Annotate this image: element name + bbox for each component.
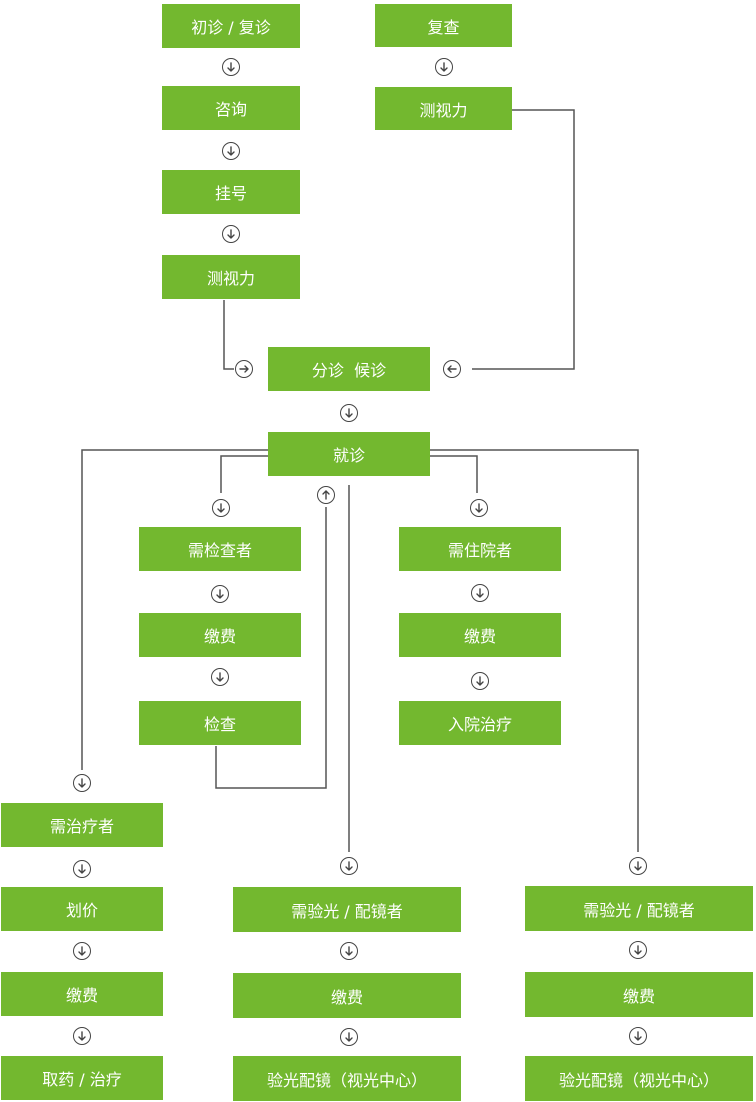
- node-label: 缴费: [622, 986, 655, 1006]
- arrow-down-icon: [73, 860, 91, 878]
- arrow-down-icon: [471, 584, 489, 602]
- node-label: 需住院者: [447, 541, 512, 560]
- node-label: 测视力: [206, 269, 255, 288]
- node-label: 需检查者: [187, 541, 252, 560]
- arrow-down-icon: [340, 857, 358, 875]
- node-label: 初诊 / 复诊: [191, 18, 271, 37]
- node-consult: 咨询: [162, 86, 300, 130]
- node-label: 测视力: [419, 100, 468, 120]
- arrow-down-icon: [222, 58, 240, 76]
- node-label: 验光配镜（视光中心）: [266, 1070, 427, 1090]
- node-register: 挂号: [162, 170, 300, 214]
- arrow-left-icon: [443, 360, 461, 378]
- arrow-down-icon: [73, 1027, 91, 1045]
- node-label: 复查: [427, 17, 460, 37]
- node-optom-right-pay: 缴费: [525, 972, 753, 1017]
- arrow-down-icon: [212, 499, 230, 517]
- node-label: 需治疗者: [49, 817, 114, 836]
- node-optom-mid-pay: 缴费: [233, 973, 461, 1018]
- node-initial-visit: 初诊 / 复诊: [162, 4, 300, 48]
- arrow-down-icon: [340, 404, 358, 422]
- arrow-up-icon: [317, 486, 335, 504]
- node-label: 缴费: [203, 627, 236, 646]
- arrow-right-icon: [235, 360, 253, 378]
- node-label: 挂号: [214, 184, 247, 203]
- node-need-admit: 需住院者: [399, 527, 561, 571]
- node-recheck: 复查: [375, 4, 512, 47]
- node-label: 取药 / 治疗: [42, 1070, 122, 1089]
- node-label: 需验光 / 配镜者: [291, 901, 403, 921]
- node-optom-mid-need: 需验光 / 配镜者: [233, 887, 461, 932]
- node-need-exam: 需检查者: [139, 527, 301, 571]
- node-label: 入院治疗: [447, 715, 512, 734]
- node-treat-get: 取药 / 治疗: [1, 1056, 163, 1100]
- node-label: 缴费: [463, 627, 496, 646]
- node-label: 就诊: [332, 446, 365, 465]
- node-label: 咨询: [214, 100, 247, 119]
- arrow-down-icon: [211, 668, 229, 686]
- node-optom-mid-do: 验光配镜（视光中心）: [233, 1056, 461, 1101]
- arrow-down-icon: [222, 142, 240, 160]
- arrow-down-icon: [340, 942, 358, 960]
- node-label: 分诊 候诊: [311, 361, 387, 380]
- arrow-down-icon: [222, 225, 240, 243]
- node-label: 缴费: [65, 986, 98, 1005]
- node-treat-pay: 缴费: [1, 972, 163, 1016]
- node-exam: 检查: [139, 701, 301, 745]
- arrow-down-icon: [211, 585, 229, 603]
- arrow-down-icon: [471, 672, 489, 690]
- node-admit: 入院治疗: [399, 701, 561, 745]
- arrow-down-icon: [629, 1027, 647, 1045]
- node-vision-test-a: 测视力: [162, 255, 300, 299]
- arrow-down-icon: [435, 58, 453, 76]
- node-triage-wait: 分诊 候诊: [268, 347, 430, 391]
- node-label: 检查: [203, 715, 236, 734]
- arrow-down-icon: [629, 857, 647, 875]
- node-vision-test-b: 测视力: [375, 87, 512, 130]
- arrow-down-icon: [340, 1028, 358, 1046]
- arrow-down-icon: [73, 942, 91, 960]
- node-see-doctor: 就诊: [268, 432, 430, 476]
- node-label: 缴费: [330, 987, 363, 1007]
- arrow-down-icon: [470, 499, 488, 517]
- node-need-treat: 需治疗者: [1, 803, 163, 847]
- node-label: 验光配镜（视光中心）: [558, 1070, 719, 1090]
- node-optom-right-do: 验光配镜（视光中心）: [525, 1056, 753, 1101]
- node-optom-right-need: 需验光 / 配镜者: [525, 886, 753, 931]
- node-label: 需验光 / 配镜者: [583, 900, 695, 920]
- node-exam-pay: 缴费: [139, 613, 301, 657]
- node-label: 划价: [65, 901, 98, 920]
- node-treat-price: 划价: [1, 887, 163, 931]
- arrow-down-icon: [73, 774, 91, 792]
- node-admit-pay: 缴费: [399, 613, 561, 657]
- arrow-down-icon: [629, 941, 647, 959]
